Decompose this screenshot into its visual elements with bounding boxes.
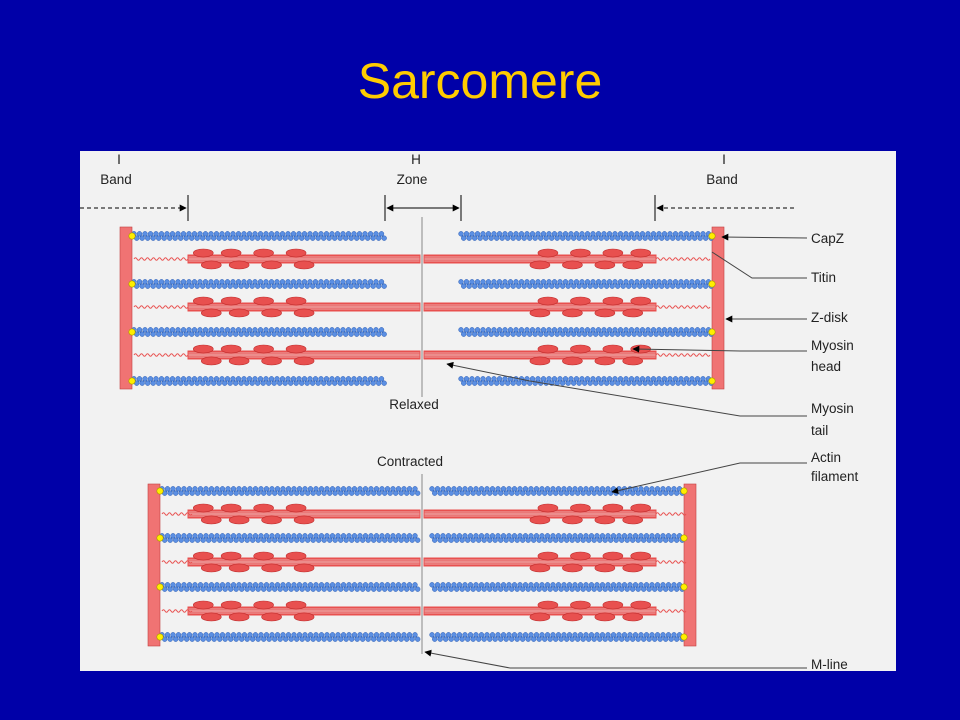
sarcomere-diagram-panel: I Band H Zone I Band Relaxed Contracted bbox=[80, 151, 896, 671]
capz-icon bbox=[708, 280, 716, 288]
myosin-filament-icon bbox=[423, 600, 657, 622]
capz-icon bbox=[680, 583, 688, 591]
actin-filament-icon bbox=[458, 231, 714, 241]
actin-filament-label-1: Actin bbox=[811, 450, 841, 465]
m-line-label: M-line bbox=[811, 657, 848, 671]
titin-label: Titin bbox=[811, 270, 836, 285]
h-zone-label-1: H bbox=[411, 152, 421, 167]
z-disk-icon bbox=[147, 483, 161, 647]
myosin-head-label-2: head bbox=[811, 359, 841, 374]
capz-icon bbox=[128, 232, 136, 240]
titin-spring-icon bbox=[655, 512, 687, 516]
titin-spring-icon bbox=[655, 305, 711, 309]
myosin-head-label-1: Myosin bbox=[811, 338, 854, 353]
sarcomere-diagram: I Band H Zone I Band Relaxed Contracted bbox=[80, 152, 859, 671]
capz-icon bbox=[680, 487, 688, 495]
capz-icon bbox=[128, 328, 136, 336]
myosin-filament-icon bbox=[423, 296, 657, 318]
myosin-filament-icon bbox=[187, 600, 421, 622]
titin-spring-icon bbox=[133, 305, 189, 309]
titin-spring-icon bbox=[161, 560, 193, 564]
actin-filament-icon bbox=[458, 327, 714, 337]
actin-filament-icon bbox=[159, 582, 421, 592]
actin-filament-icon bbox=[159, 533, 421, 543]
myosin-filament-icon bbox=[187, 503, 421, 525]
actin-filament-icon bbox=[429, 486, 685, 496]
myosin-filament-icon bbox=[423, 503, 657, 525]
relaxed-sarcomere bbox=[119, 217, 725, 397]
titin-spring-icon bbox=[161, 512, 193, 516]
capz-icon bbox=[128, 280, 136, 288]
capz-icon bbox=[708, 328, 716, 336]
titin-spring-icon bbox=[161, 609, 193, 613]
callout-lines bbox=[424, 233, 808, 669]
z-disk-label: Z-disk bbox=[811, 310, 848, 325]
capz-icon bbox=[156, 633, 164, 641]
capz-icon bbox=[708, 232, 716, 240]
z-disk-icon bbox=[711, 226, 725, 390]
slide-title: Sarcomere bbox=[357, 53, 603, 109]
titin-spring-icon bbox=[133, 353, 189, 357]
capz-icon bbox=[156, 534, 164, 542]
myosin-tail-label-2: tail bbox=[811, 423, 828, 438]
titin-spring-icon bbox=[655, 609, 687, 613]
capz-icon bbox=[128, 377, 136, 385]
h-zone-label-2: Zone bbox=[397, 172, 428, 187]
relaxed-label: Relaxed bbox=[389, 397, 439, 412]
actin-filament-icon bbox=[429, 533, 685, 543]
actin-filament-icon bbox=[159, 632, 421, 642]
actin-filament-icon bbox=[131, 231, 387, 241]
i-band-right-label-2: Band bbox=[706, 172, 738, 187]
myosin-filament-icon bbox=[187, 248, 421, 270]
myosin-filament-icon bbox=[423, 344, 657, 366]
myosin-filament-icon bbox=[187, 296, 421, 318]
z-disk-icon bbox=[119, 226, 133, 390]
actin-filament-icon bbox=[159, 486, 421, 496]
myosin-filament-icon bbox=[187, 551, 421, 573]
myosin-filament-icon bbox=[423, 248, 657, 270]
i-band-left-label-1: I bbox=[117, 152, 121, 167]
capz-icon bbox=[680, 633, 688, 641]
z-disk-icon bbox=[683, 483, 697, 647]
actin-filament-icon bbox=[131, 327, 387, 337]
capz-icon bbox=[156, 487, 164, 495]
actin-filament-icon bbox=[429, 582, 685, 592]
titin-spring-icon bbox=[133, 257, 189, 261]
capz-icon bbox=[156, 583, 164, 591]
actin-filament-icon bbox=[131, 279, 387, 289]
band-dimension-markers bbox=[80, 195, 796, 221]
myosin-tail-label-1: Myosin bbox=[811, 401, 854, 416]
actin-filament-label-2: filament bbox=[811, 469, 859, 484]
i-band-right-label-1: I bbox=[722, 152, 726, 167]
titin-spring-icon bbox=[655, 257, 711, 261]
myosin-filament-icon bbox=[187, 344, 421, 366]
titin-spring-icon bbox=[655, 560, 687, 564]
capz-icon bbox=[708, 377, 716, 385]
contracted-sarcomere bbox=[147, 474, 697, 654]
contracted-label: Contracted bbox=[377, 454, 443, 469]
i-band-left-label-2: Band bbox=[100, 172, 132, 187]
actin-filament-icon bbox=[458, 279, 714, 289]
actin-filament-icon bbox=[429, 632, 685, 642]
myosin-filament-icon bbox=[423, 551, 657, 573]
actin-filament-icon bbox=[458, 376, 714, 386]
capz-label: CapZ bbox=[811, 231, 844, 246]
actin-filament-icon bbox=[131, 376, 387, 386]
titin-spring-icon bbox=[655, 353, 711, 357]
capz-icon bbox=[680, 534, 688, 542]
